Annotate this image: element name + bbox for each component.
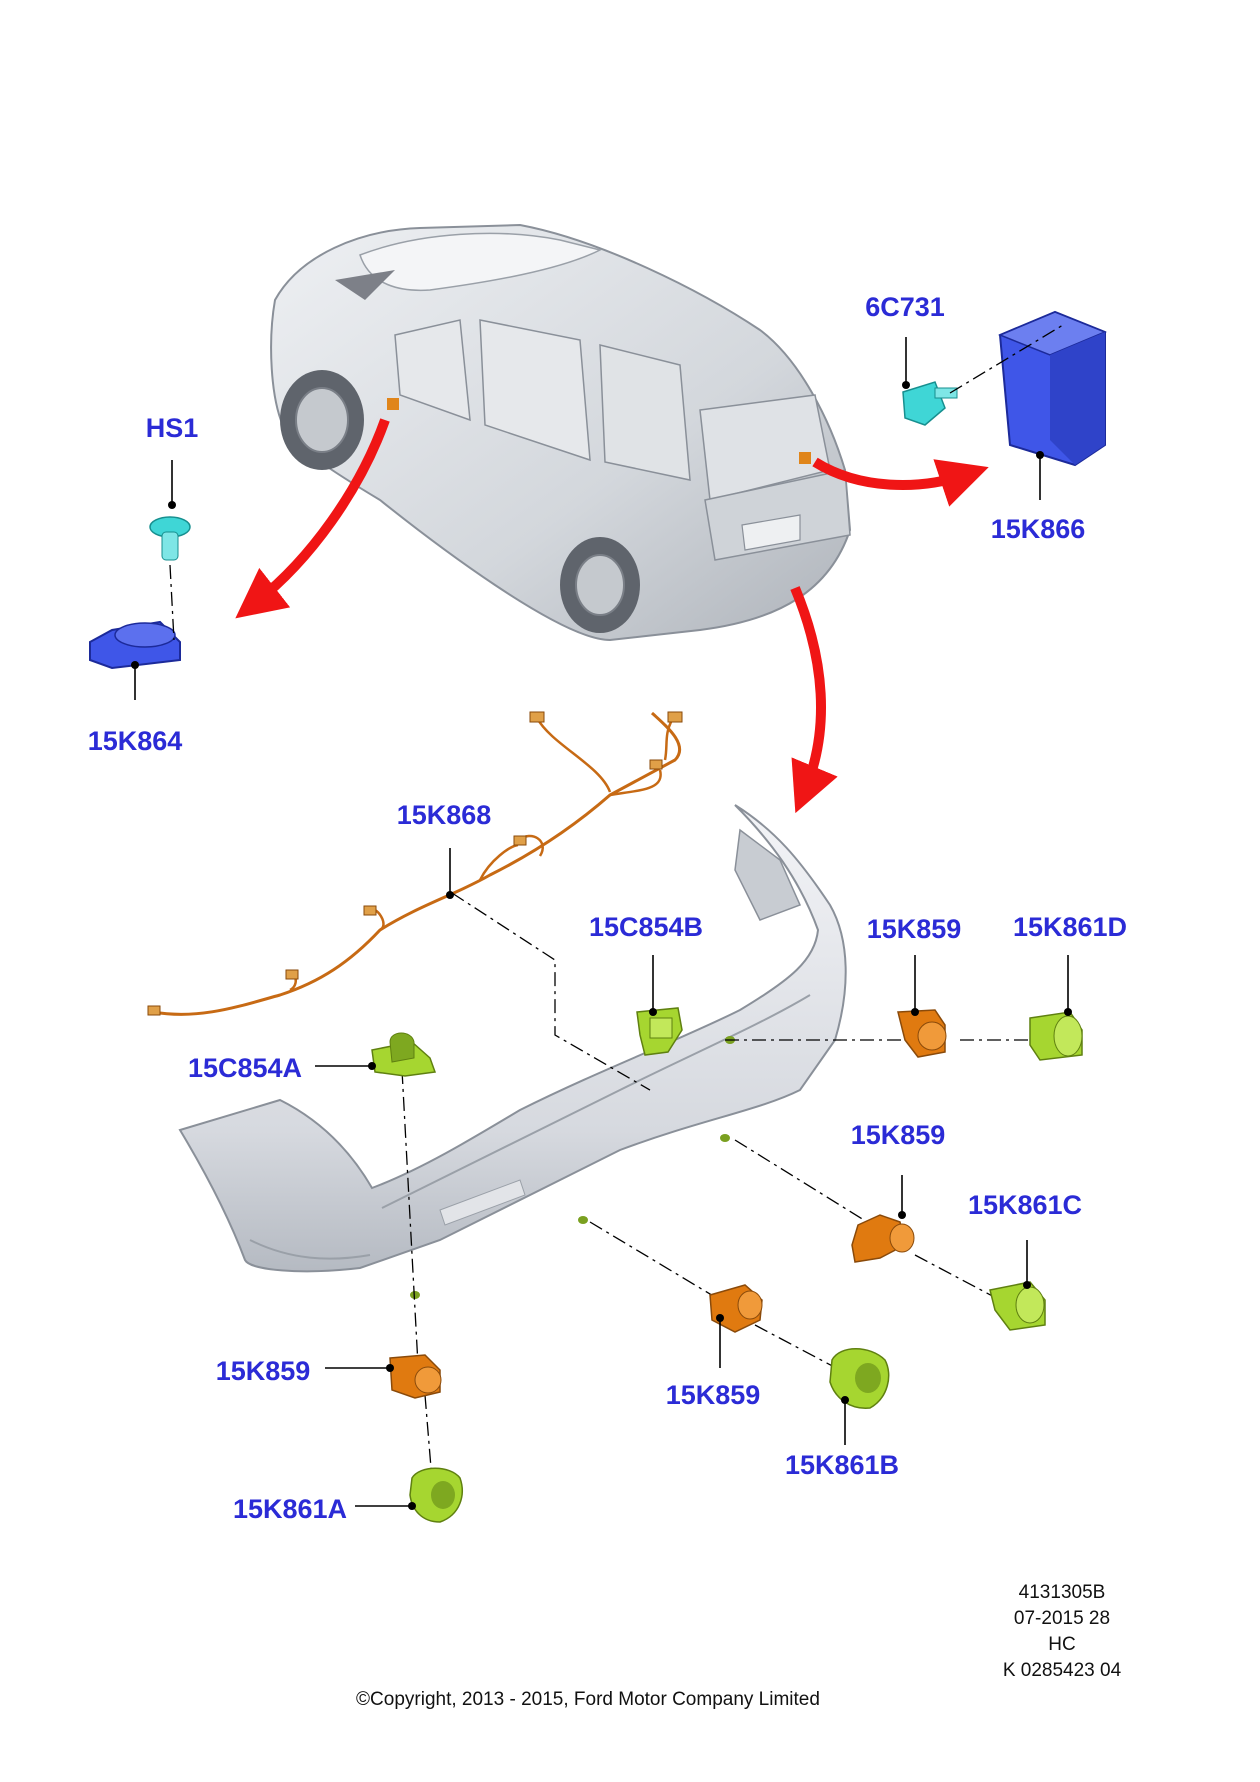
arrow-to-buzzer (235, 418, 390, 619)
arrow-to-module (812, 457, 989, 507)
label-15k859-right: 15K859 (851, 1120, 946, 1150)
label-15k861c: 15K861C (968, 1190, 1082, 1220)
footer-date-code: 07-2015 28 (1014, 1608, 1110, 1629)
bezel-d (1029, 1011, 1083, 1061)
buzzer-screw (149, 516, 191, 561)
screw-to-buzzer-line (169, 564, 175, 641)
arrow-to-bumper (790, 586, 838, 814)
vehicle-illustration (270, 223, 852, 642)
footer-k-code: K 0285423 04 (1003, 1660, 1122, 1681)
sensor-left (389, 1354, 442, 1399)
rear-wheel (560, 537, 640, 633)
leader-lines (131, 337, 1072, 1510)
label-15k864: 15K864 (88, 726, 183, 756)
parking-aid-module (998, 310, 1107, 467)
screw-to-module-line (949, 324, 1064, 394)
label-hs1: HS1 (146, 413, 199, 443)
sensor-mid (709, 1284, 763, 1333)
front-wheel (280, 370, 364, 470)
label-15k859-left: 15K859 (216, 1356, 311, 1386)
rear-bumper (178, 804, 847, 1299)
pointer-arrows (235, 418, 989, 814)
callout-labels: HS1 15K864 6C731 15K866 15K868 15C854B 1… (88, 292, 1127, 1524)
bezel-c (989, 1281, 1046, 1331)
harness-branches (289, 717, 674, 992)
sensor-top (897, 1009, 947, 1058)
label-15k868: 15K868 (397, 800, 492, 830)
wiring-harness (152, 711, 682, 1016)
footer-copyright: ©Copyright, 2013 - 2015, Ford Motor Comp… (356, 1689, 820, 1710)
rear-location-marker (799, 452, 811, 464)
label-6c731: 6C731 (865, 292, 945, 322)
footer: 4131305B 07-2015 28 HC K 0285423 04 ©Cop… (356, 1582, 1122, 1710)
label-15k859-top: 15K859 (867, 914, 962, 944)
footer-hc: HC (1048, 1634, 1075, 1655)
label-15k861a: 15K861A (233, 1494, 347, 1524)
sensor-right (851, 1214, 915, 1263)
bezel-a (409, 1467, 463, 1523)
assembly-lines (401, 892, 1040, 1481)
front-location-marker (387, 398, 399, 410)
label-15k861d: 15K861D (1013, 912, 1127, 942)
label-15c854b: 15C854B (589, 912, 703, 942)
label-15k859-mid: 15K859 (666, 1380, 761, 1410)
bezel-b (829, 1348, 890, 1409)
label-15c854a: 15C854A (188, 1053, 302, 1083)
footer-ref-number: 4131305B (1019, 1582, 1106, 1603)
bracket-b (636, 1007, 683, 1056)
module-screw (902, 381, 958, 426)
harness-connectors (147, 711, 683, 1016)
label-15k866: 15K866 (991, 514, 1086, 544)
bracket-a (371, 1032, 437, 1077)
buzzer (89, 620, 181, 670)
label-15k861b: 15K861B (785, 1450, 899, 1480)
